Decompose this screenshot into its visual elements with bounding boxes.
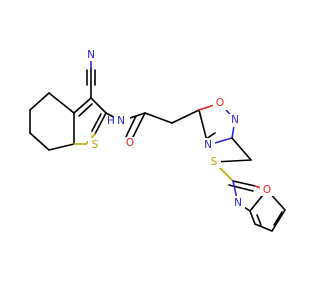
molecule-structure-diagram: N N H S O O N N S N O bbox=[29, 48, 286, 232]
propanoyl-chain bbox=[144, 109, 200, 124]
atom-labels: N N H S O O N N S N O bbox=[84, 48, 274, 209]
oxadiazole-n1-atom: N bbox=[231, 114, 239, 126]
nitrile-group bbox=[86, 54, 96, 99]
benzoxazole-n-atom: N bbox=[234, 197, 242, 209]
thioether-s-atom: S bbox=[211, 156, 218, 168]
benzoxazole-o-atom: O bbox=[263, 184, 271, 196]
amide-n-atom: N bbox=[117, 115, 125, 127]
oxadiazole-o-atom: O bbox=[216, 97, 224, 109]
benzoxazole-ring bbox=[213, 161, 286, 232]
carbonyl-o-atom: O bbox=[126, 137, 134, 149]
thiophene-s-atom: S bbox=[92, 139, 99, 151]
oxadiazole-n2-atom: N bbox=[204, 139, 212, 151]
cyclohexane-ring bbox=[29, 92, 75, 151]
nitrile-n-atom: N bbox=[87, 49, 95, 61]
amide-h-atom: H bbox=[107, 115, 115, 127]
thiophene-ring bbox=[73, 97, 107, 145]
